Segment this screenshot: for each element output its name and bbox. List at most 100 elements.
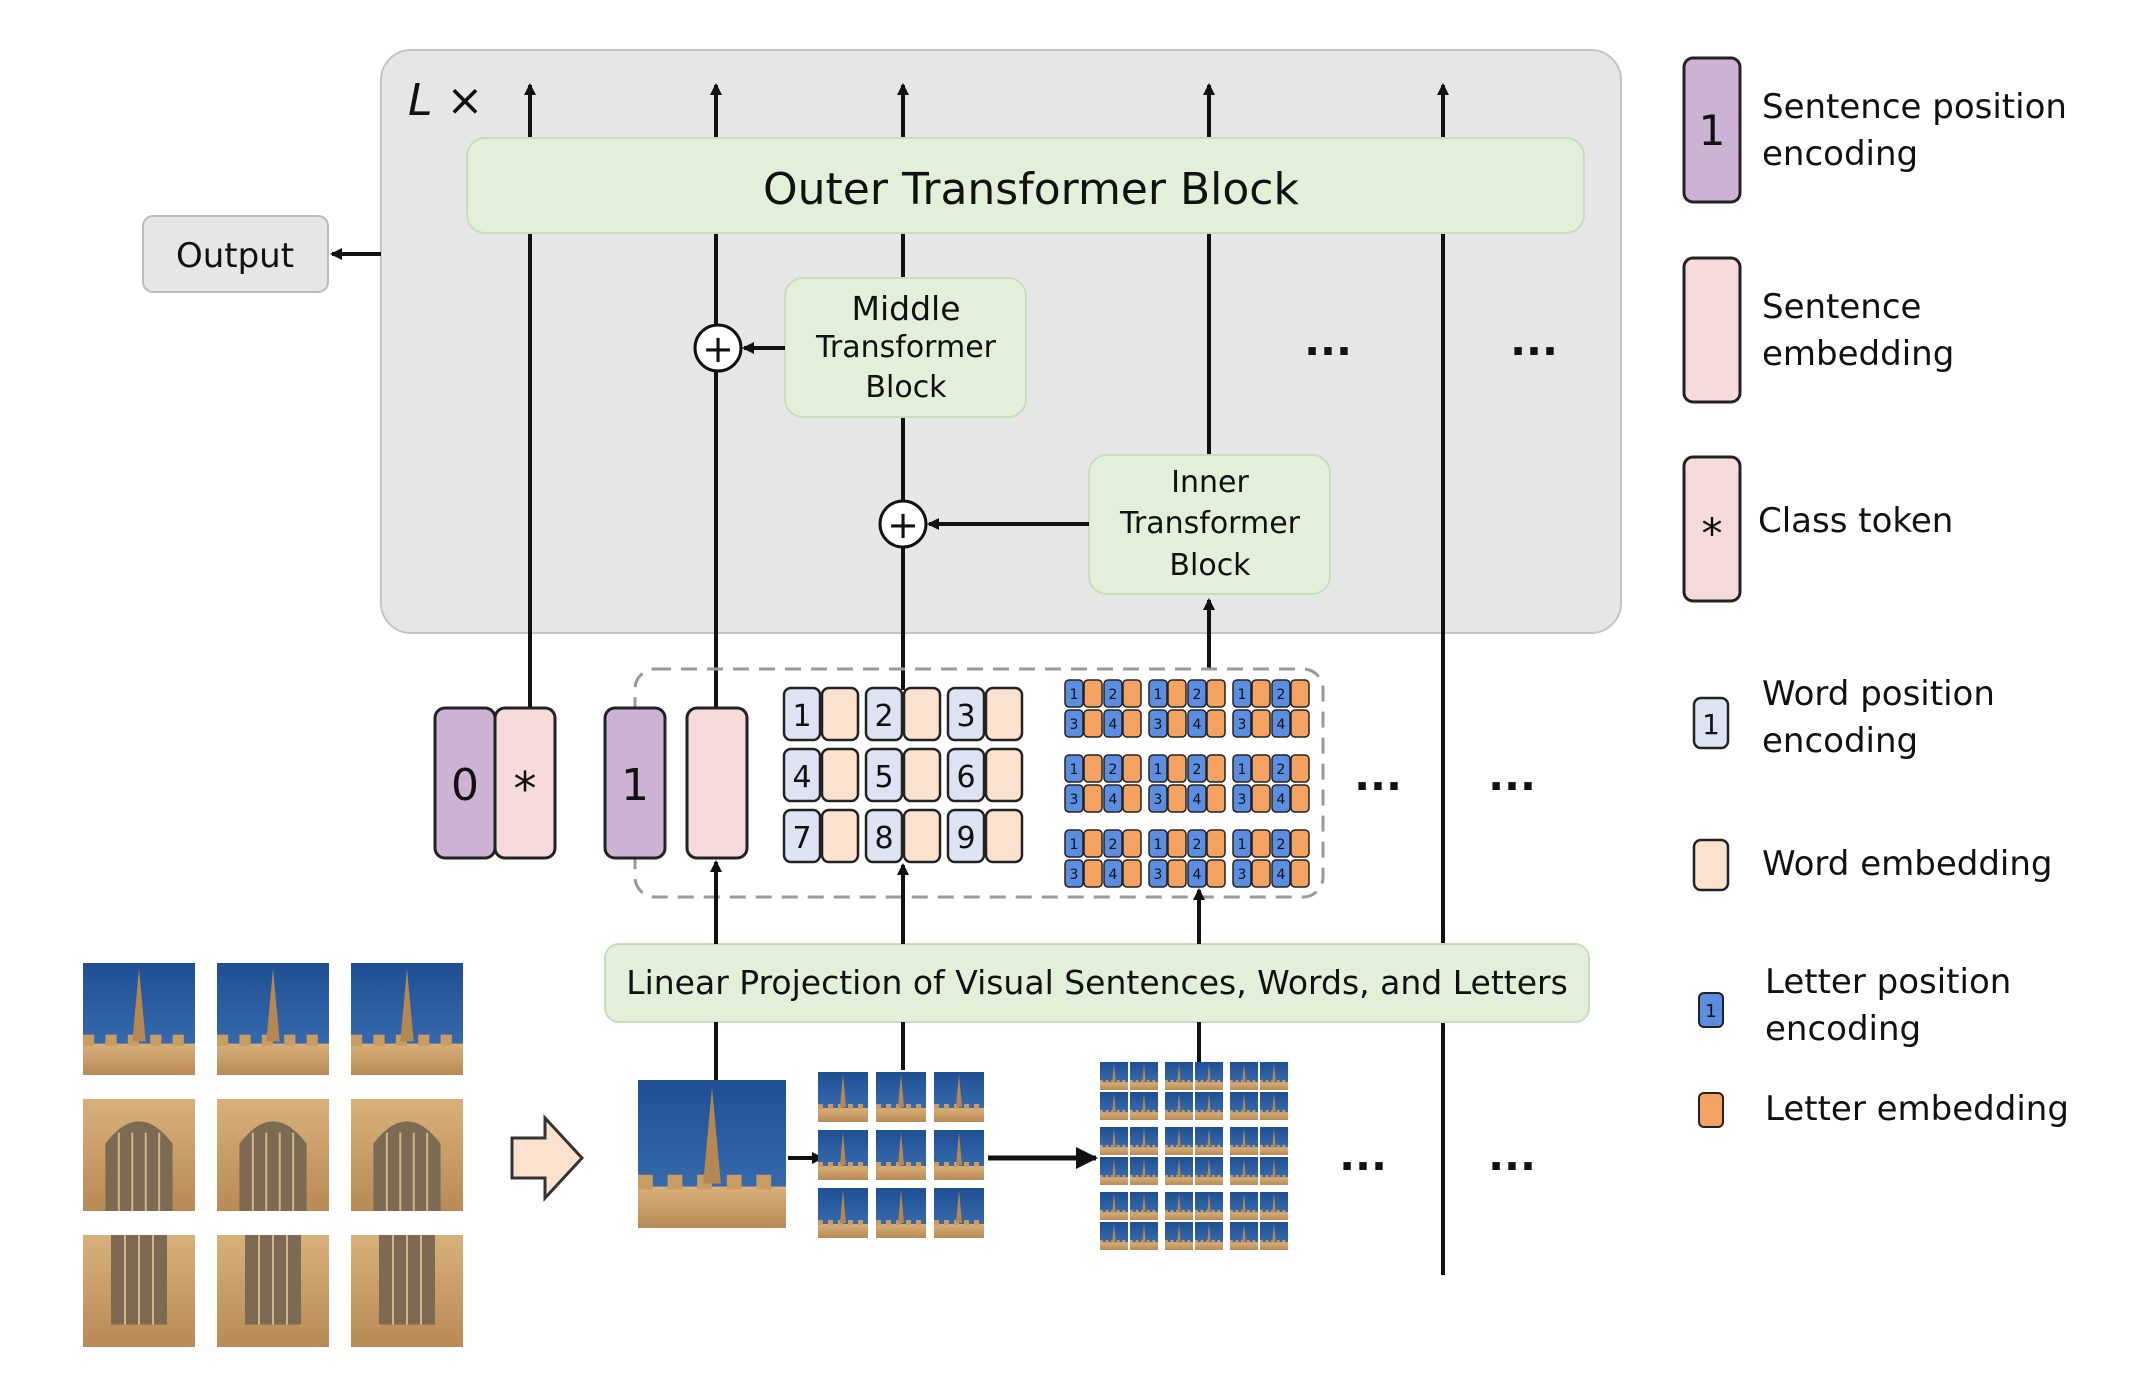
letter-position-label: 3 — [1154, 717, 1163, 733]
word-position-token — [782, 808, 822, 864]
letter-embedding-token — [1290, 679, 1310, 708]
letter-embedding-token — [1290, 829, 1310, 858]
letter-embedding-token — [1206, 784, 1226, 813]
letter-position-label: 3 — [1238, 867, 1247, 883]
letter-position-token — [1232, 709, 1252, 738]
legend-sentence-position-line2: encoding — [1762, 134, 1918, 174]
linear-projection-label: Linear Projection of Visual Sentences, W… — [626, 963, 1568, 1002]
image-tile — [1260, 1127, 1288, 1155]
letter-position-token — [1148, 784, 1168, 813]
letter-image-grid — [1100, 1062, 1288, 1250]
letter-position-label: 2 — [1193, 687, 1202, 703]
letter-position-label: 1 — [1070, 687, 1079, 703]
letter-position-token — [1187, 829, 1207, 858]
token-ellipsis-1: ... — [1354, 751, 1402, 800]
word-position-label: 4 — [792, 760, 811, 795]
image-tile — [1130, 1062, 1158, 1090]
sentence-add-symbol: + — [702, 327, 734, 371]
image-tile — [1165, 1157, 1193, 1185]
letter-position-token — [1187, 859, 1207, 888]
letter-embedding-token — [1167, 679, 1187, 708]
output-label: Output — [176, 236, 294, 276]
image-tile — [351, 1099, 463, 1211]
image-tile — [934, 1188, 984, 1238]
image-tile — [83, 963, 195, 1075]
image-tile — [351, 1235, 463, 1347]
class-position-symbol: 0 — [451, 760, 479, 811]
image-tile — [818, 1130, 868, 1180]
letter-position-label: 4 — [1277, 717, 1286, 733]
word-position-label: 1 — [792, 699, 811, 734]
letter-position-label: 3 — [1070, 717, 1079, 733]
letter-embedding-token — [1083, 784, 1103, 813]
letter-position-token — [1103, 679, 1123, 708]
letter-embedding-token — [1290, 754, 1310, 783]
letter-position-label: 4 — [1277, 792, 1286, 808]
letter-embedding-token — [1167, 784, 1187, 813]
image-tile — [1130, 1192, 1158, 1220]
letter-position-label: 2 — [1193, 837, 1202, 853]
middle-block-line1: Middle — [851, 289, 960, 328]
letter-position-label: 2 — [1277, 837, 1286, 853]
letter-position-token — [1271, 679, 1291, 708]
letter-position-token — [1103, 754, 1123, 783]
legend-letter-embedding-label: Letter embedding — [1765, 1089, 2069, 1129]
class-token-symbol: * — [514, 762, 537, 816]
image-tile — [1165, 1192, 1193, 1220]
image-tile — [818, 1188, 868, 1238]
image-tile — [83, 1099, 195, 1211]
image-tile — [217, 963, 329, 1075]
letter-embedding-token — [1206, 679, 1226, 708]
letter-position-label: 4 — [1193, 867, 1202, 883]
letter-embedding-token — [1206, 829, 1226, 858]
image-tile — [1130, 1157, 1158, 1185]
letter-embedding-token — [1122, 784, 1142, 813]
word-token-grid: 1 2 3 4 5 6 7 — [782, 686, 1024, 864]
letter-position-label: 1 — [1154, 837, 1163, 853]
image-tile — [934, 1072, 984, 1122]
image-tile — [1230, 1062, 1258, 1090]
word-image-grid — [818, 1072, 984, 1238]
legend-sentence-embedding-line1: Sentence — [1762, 287, 1921, 327]
legend-sentence-position-symbol: 1 — [1699, 106, 1726, 155]
word-position-label: 5 — [874, 760, 893, 795]
legend-class-token-swatch — [1682, 455, 1742, 603]
word-embedding-token — [984, 747, 1024, 803]
legend-letter-position-swatch — [1698, 992, 1724, 1028]
letter-position-token — [1064, 829, 1084, 858]
image-tile — [1100, 1092, 1128, 1120]
image-tile — [876, 1072, 926, 1122]
legend-letter-position-line1: Letter position — [1765, 962, 2011, 1002]
image-tile — [1230, 1092, 1258, 1120]
image-tile — [1230, 1127, 1258, 1155]
image-tile — [1230, 1192, 1258, 1220]
word-position-label: 7 — [792, 821, 811, 856]
letter-position-label: 2 — [1109, 762, 1118, 778]
legend-class-token-symbol: * — [1702, 509, 1723, 558]
legend-word-position-symbol: 1 — [1702, 708, 1720, 741]
image-tile — [1260, 1062, 1288, 1090]
repeat-label: L × — [408, 75, 483, 126]
letter-position-label: 2 — [1109, 837, 1118, 853]
letter-position-label: 4 — [1193, 792, 1202, 808]
letter-embedding-token — [1167, 709, 1187, 738]
word-embedding-token — [820, 808, 860, 864]
letter-position-label: 4 — [1277, 867, 1286, 883]
output-box — [142, 215, 329, 293]
legend-class-token-label: Class token — [1758, 501, 1953, 541]
sentence-position-symbol: 1 — [621, 760, 649, 811]
word-embedding-token — [820, 686, 860, 742]
image-tile — [1100, 1192, 1128, 1220]
legend-sentence-position-swatch — [1682, 56, 1742, 204]
letter-position-token — [1271, 859, 1291, 888]
letter-embedding-token — [1290, 784, 1310, 813]
letter-embedding-token — [1251, 784, 1271, 813]
letter-position-label: 1 — [1238, 762, 1247, 778]
legend-word-embedding-label: Word embedding — [1762, 844, 2052, 884]
